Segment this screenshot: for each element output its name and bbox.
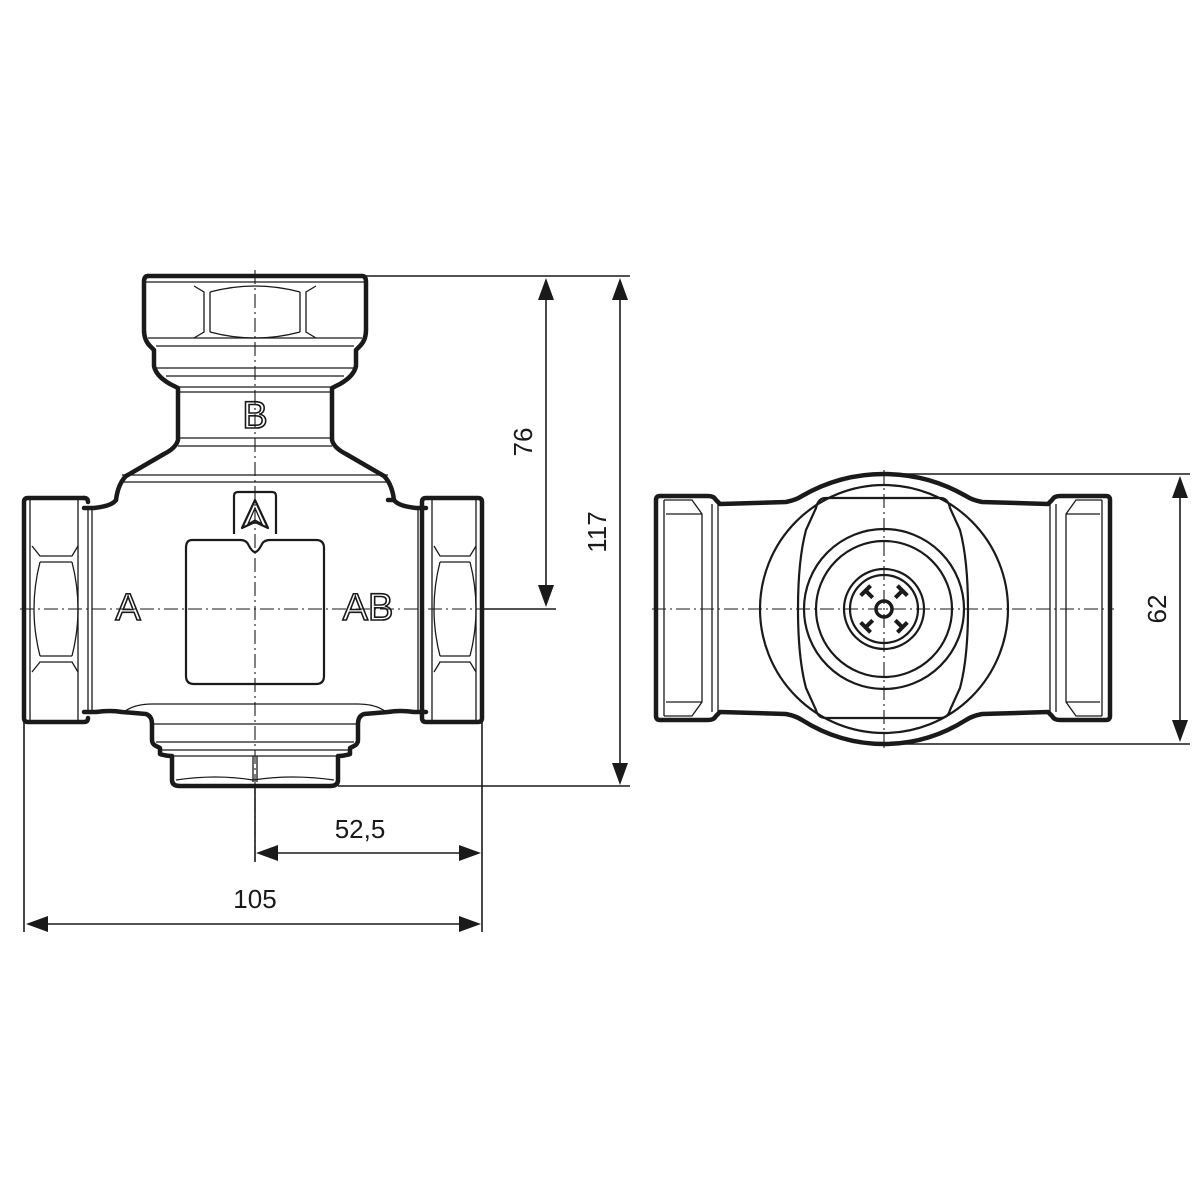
- dimension-105: 105: [233, 884, 276, 914]
- front-dimensions: 76 117 52,5 105: [23, 275, 630, 932]
- dimension-62: 62: [1142, 595, 1172, 624]
- dimension-52-5: 52,5: [335, 814, 386, 844]
- port-a-fitting: [21, 495, 91, 725]
- port-label-a: A: [115, 587, 141, 629]
- top-view: [652, 470, 1114, 750]
- top-dimensions: 62: [884, 473, 1190, 745]
- port-label-ab: AB: [343, 587, 394, 629]
- dimension-117: 117: [582, 511, 612, 552]
- dimension-76: 76: [508, 428, 538, 457]
- front-view: B A AB: [20, 270, 490, 860]
- port-ab-fitting: [419, 495, 485, 725]
